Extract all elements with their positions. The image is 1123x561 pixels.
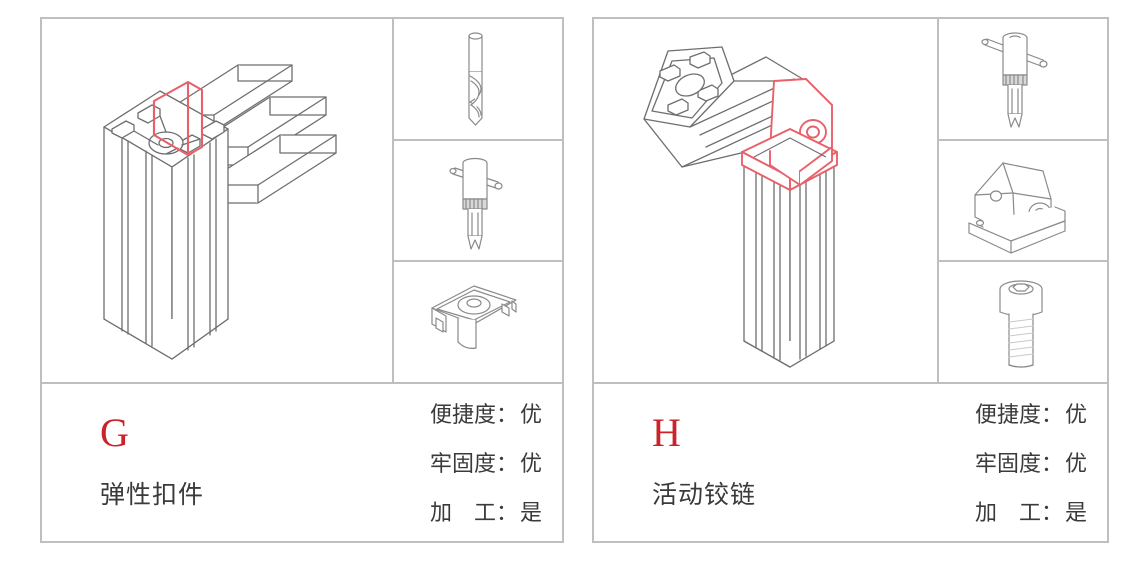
panel-g-name: 弹性扣件 (100, 479, 205, 509)
panel-g-letter: G (100, 409, 129, 455)
panel-h-spec-list: 便捷度： 优 牢固度： 优 加 工： 是 (909, 392, 1093, 531)
spec-value: 优 (519, 402, 542, 428)
spec-value: 优 (1064, 402, 1087, 428)
panel-g-thumb-3 (394, 262, 562, 382)
panel-h-spec-machining: 加 工： 是 (909, 495, 1087, 527)
extrusion-t-joint-drawing (103, 64, 337, 360)
panel-h-name: 活动铰链 (652, 479, 757, 509)
spec-value: 是 (519, 500, 542, 526)
panel-h-illustration-area (594, 19, 1107, 384)
panel-h-caption-left: H 活动铰链 (608, 392, 909, 531)
panel-g-thumb-1 (394, 19, 562, 141)
panel-h-thumb-2 (939, 141, 1107, 263)
panel-h-thumb-3 (939, 262, 1107, 382)
panel-h-thumbnail-column (939, 19, 1107, 382)
extrusion-pivot-hinge-drawing (643, 46, 838, 368)
panel-g-caption: G 弹性扣件 便捷度： 优 牢固度： 优 加 工： 是 (42, 384, 562, 541)
tap-wrench-icon (981, 32, 1048, 128)
panel-g-thumbnail-column (394, 19, 562, 382)
spec-label: 加 工： (429, 500, 518, 526)
spec-label: 加 工： (974, 500, 1063, 526)
panel-h-thumb-1 (939, 19, 1107, 141)
panel-g-main-view (42, 19, 394, 382)
panel-g-caption-left: G 弹性扣件 (56, 392, 364, 531)
panel-card-g: G 弹性扣件 便捷度： 优 牢固度： 优 加 工： 是 (40, 17, 564, 543)
tap-wrench-icon (449, 157, 503, 250)
socket-head-cap-screw-icon (999, 280, 1043, 368)
panel-g-illustration-area (42, 19, 562, 384)
elastic-fastener-icon (431, 285, 517, 350)
spec-label: 牢固度： (429, 451, 518, 477)
panel-card-h: H 活动铰链 便捷度： 优 牢固度： 优 加 工： 是 (592, 17, 1109, 543)
spec-label: 牢固度： (974, 451, 1063, 477)
panel-g-spec-list: 便捷度： 优 牢固度： 优 加 工： 是 (364, 392, 548, 531)
panel-h-caption: H 活动铰链 便捷度： 优 牢固度： 优 加 工： 是 (594, 384, 1107, 541)
panel-h-letter: H (652, 409, 681, 455)
panel-h-spec-firmness: 牢固度： 优 (909, 446, 1087, 478)
panel-g-spec-firmness: 牢固度： 优 (364, 446, 542, 478)
panel-h-main-view (594, 19, 939, 382)
panel-g-thumb-2 (394, 141, 562, 263)
twist-drill-bit-icon (468, 32, 483, 126)
spec-label: 便捷度： (429, 402, 518, 428)
spec-value: 优 (1064, 451, 1087, 477)
spec-value: 优 (519, 451, 542, 477)
panel-h-spec-convenience: 便捷度： 优 (909, 397, 1087, 429)
pivot-hinge-bracket-icon (968, 162, 1066, 254)
spec-value: 是 (1064, 500, 1087, 526)
spec-label: 便捷度： (974, 402, 1063, 428)
panel-g-spec-machining: 加 工： 是 (364, 495, 542, 527)
panel-g-spec-convenience: 便捷度： 优 (364, 397, 542, 429)
